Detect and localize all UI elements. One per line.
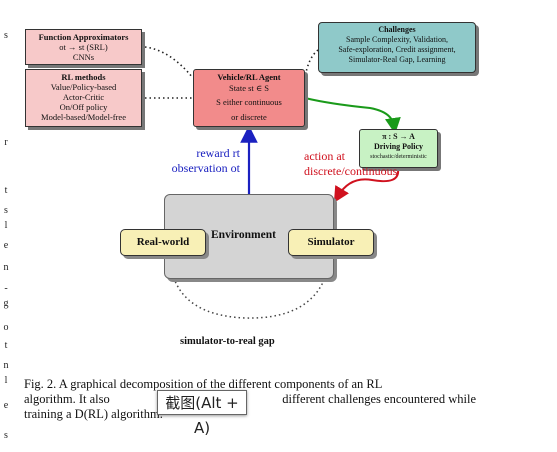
- rl-methods-title: RL methods: [61, 72, 106, 82]
- edge-glyph: l: [4, 375, 8, 386]
- action-line1: action at: [304, 149, 345, 163]
- edge-glyph: o: [3, 322, 9, 333]
- environment-label: Environment: [211, 229, 276, 241]
- edge-glyph: l: [4, 220, 8, 231]
- caption-line3: training a D(RL) algorithm.: [24, 407, 163, 421]
- link-challenges-agent: [304, 49, 319, 79]
- rl-methods-item: Value/Policy-based: [50, 82, 117, 92]
- gap-label: simulator-to-real gap: [180, 336, 275, 347]
- agent-line2: S either continuous: [216, 97, 282, 107]
- figure-caption: Fig. 2. A graphical decomposition of the…: [24, 377, 476, 422]
- reward-label: reward rt observation ot: [160, 146, 240, 176]
- rl-methods-item: Actor-Critic: [62, 92, 105, 102]
- edge-glyph: r: [4, 137, 8, 148]
- challenges-item: Sample Complexity, Validation,: [346, 35, 448, 44]
- link-fa-agent: [144, 46, 194, 79]
- reward-line1: reward rt: [196, 146, 240, 160]
- edge-glyph: e: [3, 400, 9, 411]
- action-arrow: [333, 168, 400, 203]
- driving-policy-subtitle: stochastic/deterministic: [370, 154, 427, 160]
- simulator-box: Simulator: [288, 229, 374, 256]
- edge-glyph: t: [4, 185, 8, 196]
- edge-glyph: n: [3, 262, 9, 273]
- challenges-item: Safe-exploration, Credit assignment,: [338, 45, 456, 54]
- rl-methods-item: On/Off policy: [59, 102, 108, 112]
- edge-glyph: s: [4, 30, 8, 41]
- rl-methods-item: Model-based/Model-free: [41, 112, 126, 122]
- challenges-item: Simulator-Real Gap, Learning: [348, 55, 446, 64]
- rl-methods-box: RL methods Value/Policy-based Actor-Crit…: [25, 69, 142, 127]
- edge-glyph: t: [4, 340, 8, 351]
- function-approximators-title: Function Approximators: [38, 32, 129, 42]
- challenges-title: Challenges: [378, 25, 416, 34]
- agent-title: Vehicle/RL Agent: [217, 72, 281, 82]
- caption-line2: algorithm. It also different challenges …: [24, 392, 476, 407]
- agent-box: Vehicle/RL Agent State st ∈ S S either c…: [193, 69, 305, 127]
- challenges-box: Challenges Sample Complexity, Validation…: [318, 22, 476, 73]
- edge-glyph: s: [4, 205, 8, 216]
- reward-line2: observation ot: [171, 161, 240, 175]
- screenshot-tooltip[interactable]: 截图(Alt + A): [157, 390, 247, 437]
- driving-policy-box: π : S → A Driving Policy stochastic/dete…: [359, 129, 438, 168]
- edge-glyph: -: [4, 283, 8, 294]
- edge-glyph: g: [3, 298, 9, 309]
- policy-arrow: [304, 97, 401, 134]
- caption-line1: Fig. 2. A graphical decomposition of the…: [24, 377, 383, 391]
- agent-line3: or discrete: [231, 112, 267, 122]
- action-line2: discrete/continuous: [304, 164, 398, 178]
- edge-glyph: n: [3, 360, 9, 371]
- function-approximators-line1: ot → st (SRL): [59, 42, 108, 52]
- driving-policy-formula: π : S → A: [382, 132, 415, 141]
- caption-line2-end: different challenges encountered while: [282, 392, 476, 406]
- agent-line1: State st ∈ S: [228, 83, 270, 93]
- gap-loop: [169, 259, 331, 319]
- edge-glyph: e: [3, 240, 9, 251]
- real-world-box: Real-world: [120, 229, 206, 256]
- action-label: action at discrete/continuous: [304, 149, 397, 179]
- function-approximators-box: Function Approximators ot → st (SRL) CNN…: [25, 29, 142, 65]
- caption-line2-start: algorithm. It also: [24, 392, 110, 406]
- function-approximators-line2: CNNs: [72, 52, 95, 62]
- driving-policy-title: Driving Policy: [373, 142, 424, 151]
- edge-glyph: s: [4, 430, 8, 441]
